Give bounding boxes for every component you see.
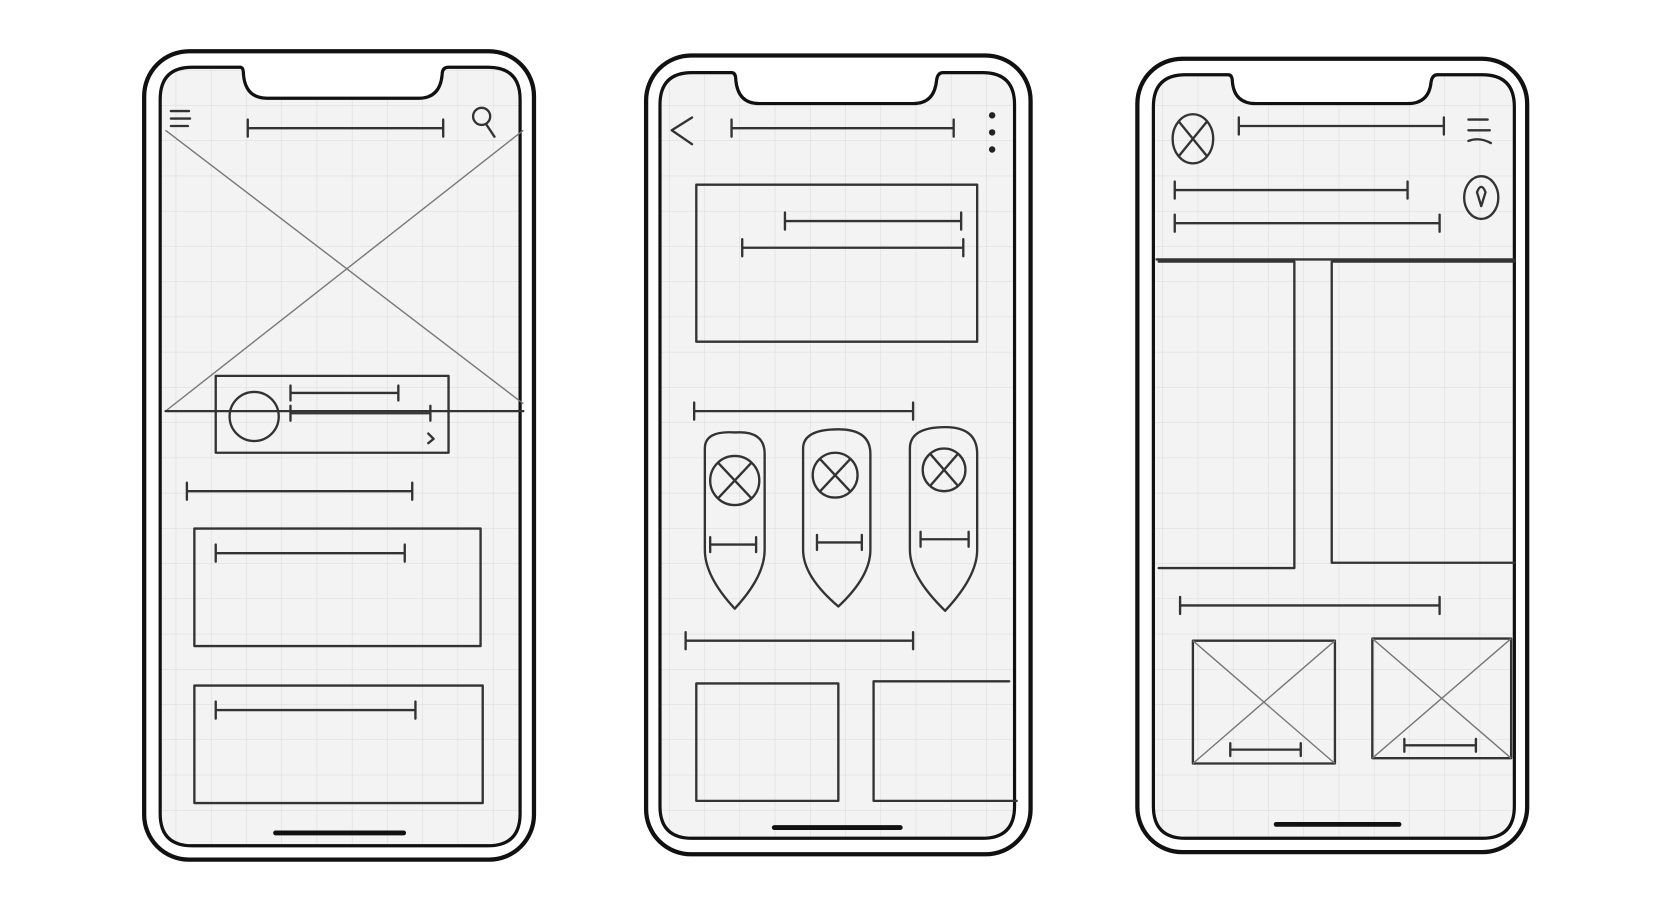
image-placeholder-icon — [1192, 640, 1336, 765]
hero-card[interactable] — [695, 183, 979, 343]
phone-map-profile — [1135, 56, 1530, 855]
phone-screen — [158, 65, 522, 848]
chevron-right-icon — [427, 432, 435, 445]
title-placeholder — [1237, 116, 1446, 136]
category-pin-card[interactable] — [801, 428, 872, 608]
image-placeholder-icon — [1371, 638, 1512, 759]
avatar-icon — [228, 390, 280, 443]
image-card[interactable] — [1371, 637, 1513, 760]
title-placeholder — [246, 118, 445, 138]
category-pin-card[interactable] — [908, 425, 979, 612]
location-pin-icon[interactable] — [1462, 175, 1500, 221]
search-icon[interactable] — [471, 106, 496, 138]
title-placeholder — [730, 118, 955, 138]
phone-screen — [658, 71, 1017, 840]
section-title-placeholder — [684, 630, 915, 651]
section-title-placeholder — [185, 481, 414, 501]
category-pin-card[interactable] — [703, 431, 766, 610]
more-vertical-icon[interactable] — [988, 112, 996, 153]
grid-card[interactable] — [872, 680, 1018, 803]
grid-card[interactable] — [695, 682, 840, 803]
hamburger-menu-icon[interactable] — [1467, 118, 1493, 145]
phone-detail-page — [643, 53, 1033, 857]
section-title-placeholder — [1178, 595, 1441, 616]
hamburger-menu-icon[interactable] — [169, 109, 192, 128]
subtitle-placeholder — [1173, 180, 1441, 233]
avatar-icon[interactable] — [1171, 113, 1215, 165]
image-card[interactable] — [1191, 639, 1337, 765]
image-placeholder-icon — [164, 129, 525, 413]
profile-card[interactable] — [214, 374, 450, 454]
content-card[interactable] — [193, 684, 484, 805]
map-panel-right[interactable] — [1330, 260, 1516, 564]
section-title-placeholder — [692, 401, 915, 421]
back-chevron-icon[interactable] — [670, 116, 694, 146]
content-card[interactable] — [193, 527, 482, 648]
phone-screen — [1151, 73, 1516, 840]
map-panel-left[interactable] — [1157, 260, 1296, 570]
phone-home-feed — [142, 49, 537, 862]
